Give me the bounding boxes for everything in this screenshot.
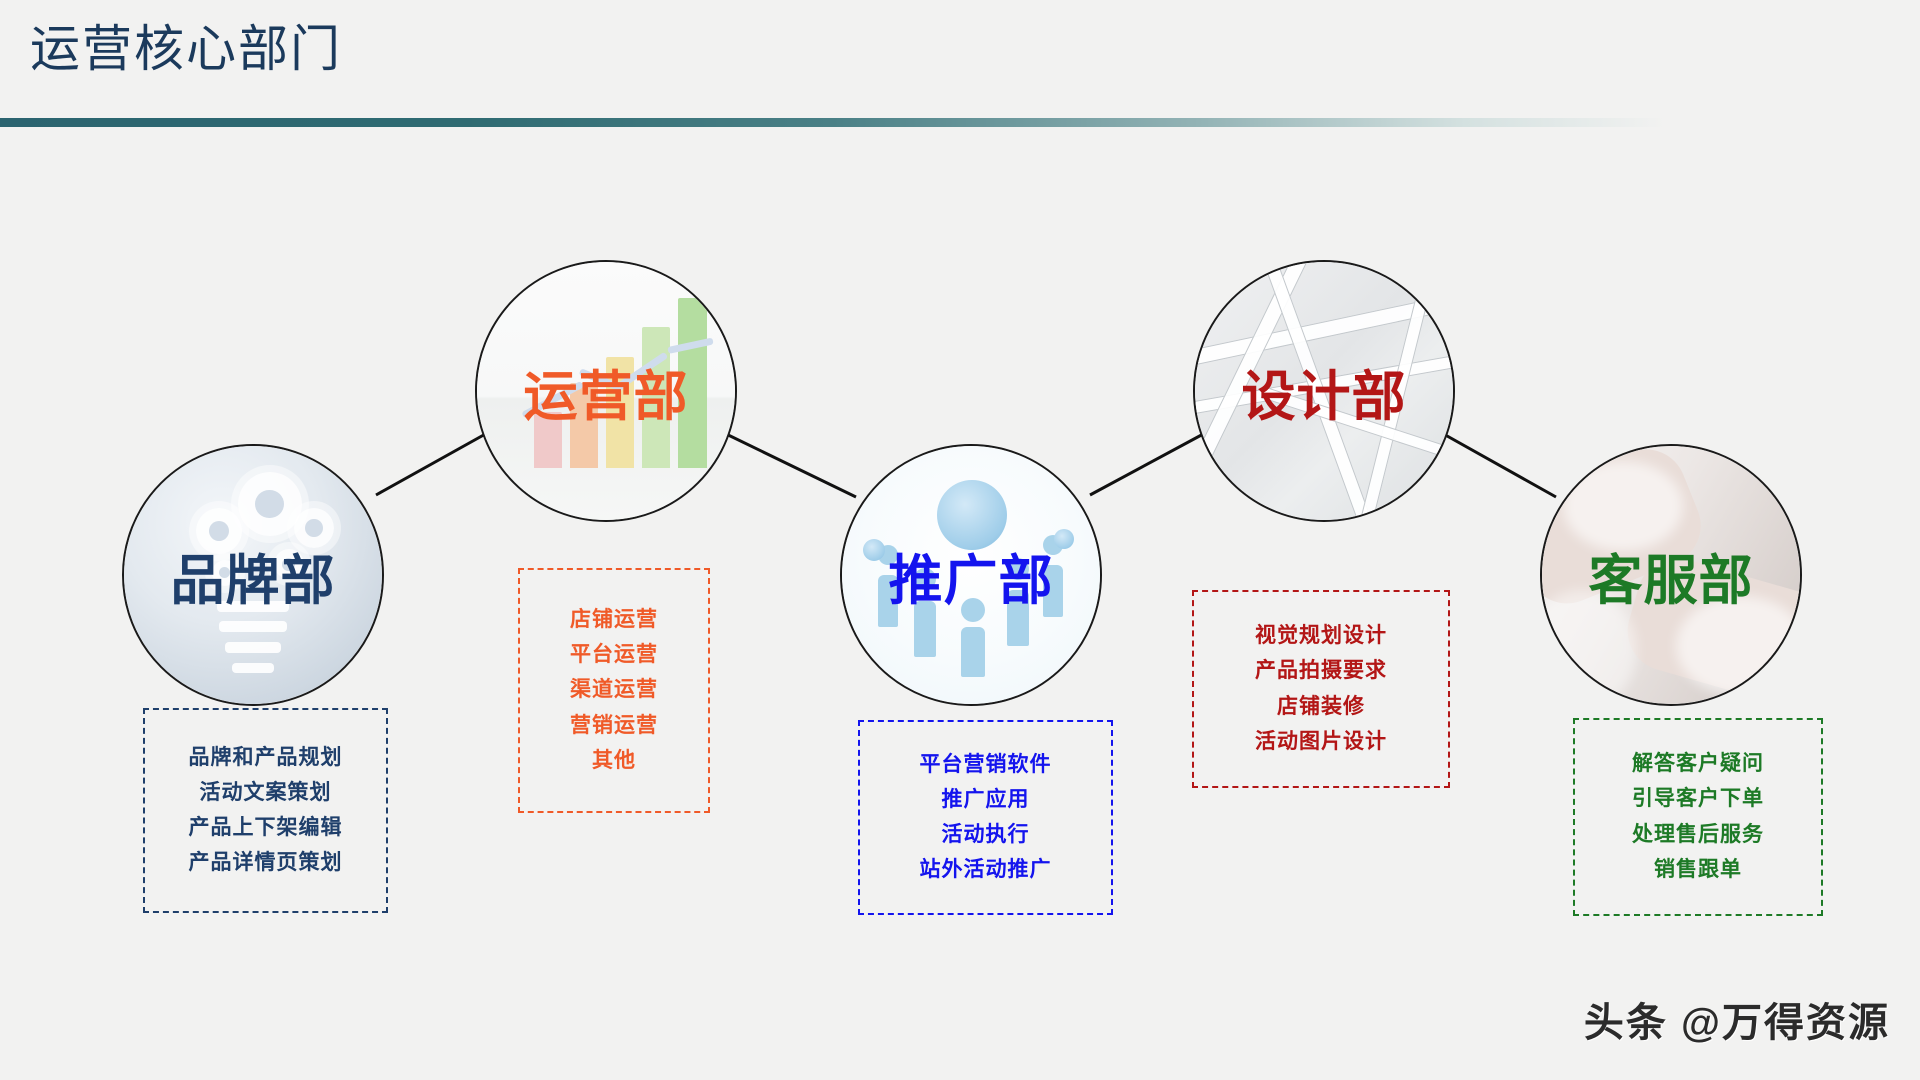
detail-box-operations: 店铺运营 平台运营 渠道运营 营销运营 其他 — [518, 568, 710, 813]
department-circle-promotion[interactable]: 推广部 — [840, 444, 1102, 706]
blueprint-architecture-icon — [1195, 262, 1453, 520]
detail-item: 解答客户疑问 — [1632, 752, 1764, 775]
hands-customer-service-icon — [1542, 446, 1800, 704]
department-circle-operations[interactable]: 运营部 — [475, 260, 737, 522]
gears-lightbulb-icon — [124, 446, 382, 704]
detail-item: 平台营销软件 — [919, 752, 1052, 776]
detail-item: 渠道运营 — [570, 678, 658, 702]
detail-box-design: 视觉规划设计 产品拍摄要求 店铺装修 活动图片设计 — [1192, 590, 1450, 788]
detail-item: 品牌和产品规划 — [188, 745, 343, 769]
detail-item: 营销运营 — [570, 713, 658, 737]
detail-item: 活动文案策划 — [199, 780, 332, 804]
detail-item: 站外活动推广 — [919, 858, 1052, 882]
bar-chart-growth-icon — [477, 262, 735, 520]
watermark: 头条 @万得资源 — [1583, 1001, 1890, 1045]
detail-item: 平台运营 — [570, 643, 658, 667]
detail-box-promotion: 平台营销软件 推广应用 活动执行 站外活动推广 — [858, 720, 1113, 915]
department-circle-design[interactable]: 设计部 — [1193, 260, 1455, 522]
department-circle-brand[interactable]: 品牌部 — [122, 444, 384, 706]
detail-item: 销售跟单 — [1654, 857, 1742, 881]
department-name-promotion: 推广部 — [888, 550, 1054, 611]
connector-design-service — [1439, 430, 1557, 499]
detail-item: 活动图片设计 — [1255, 729, 1387, 753]
connector-promotion-design — [1089, 430, 1208, 497]
department-circle-service[interactable]: 客服部 — [1540, 444, 1802, 706]
detail-item: 产品详情页策划 — [188, 851, 343, 875]
detail-item: 店铺装修 — [1277, 694, 1365, 718]
page-title: 运营核心部门 — [30, 21, 342, 77]
detail-item: 推广应用 — [941, 787, 1030, 811]
department-name-service: 客服部 — [1588, 550, 1754, 611]
connector-brand-operations — [375, 430, 490, 497]
department-name-brand: 品牌部 — [170, 550, 336, 611]
detail-item: 产品拍摄要求 — [1255, 659, 1387, 683]
detail-item: 引导客户下单 — [1632, 787, 1764, 811]
department-name-operations: 运营部 — [523, 366, 689, 427]
globe-network-people-icon — [842, 446, 1100, 704]
detail-item: 其他 — [592, 748, 636, 772]
detail-box-service: 解答客户疑问 引导客户下单 处理售后服务 销售跟单 — [1573, 718, 1823, 916]
detail-item: 产品上下架编辑 — [188, 816, 343, 839]
title-underline-rule — [0, 118, 1665, 127]
connector-operations-promotion — [721, 430, 857, 499]
detail-item: 活动执行 — [941, 823, 1030, 846]
department-name-design: 设计部 — [1241, 366, 1407, 427]
detail-item: 处理售后服务 — [1632, 822, 1764, 846]
detail-item: 店铺运营 — [570, 607, 658, 631]
detail-item: 视觉规划设计 — [1255, 624, 1387, 647]
detail-box-brand: 品牌和产品规划 活动文案策划 产品上下架编辑 产品详情页策划 — [143, 708, 388, 913]
